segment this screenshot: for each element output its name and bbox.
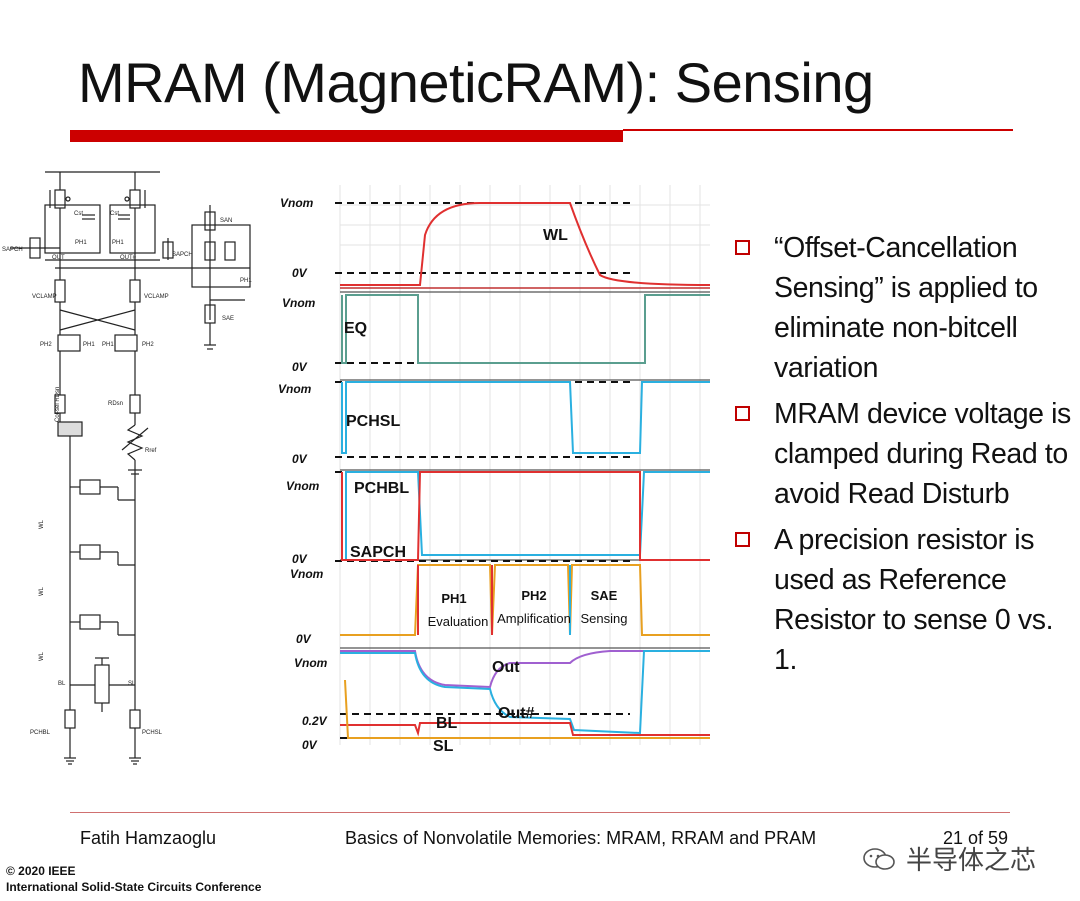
slide-title: MRAM (MagneticRAM): Sensing — [78, 51, 874, 114]
copyright-line-1: © 2020 IEEE — [6, 864, 76, 878]
label-ph1-left: PH1 — [83, 342, 95, 348]
label-ph1-sa: PH1 — [240, 278, 252, 284]
wechat-icon — [863, 847, 895, 870]
label-vnom-6: Vnom — [294, 656, 328, 670]
label-ph1-right: PH1 — [102, 342, 114, 348]
bullet-item: “Offset-Cancellation Sensing” is applied… — [735, 228, 1075, 388]
label-rref: Rref — [145, 448, 157, 454]
label-col-sel: Col-sel RDsn — [55, 387, 61, 422]
label-sae: SAE — [222, 316, 234, 322]
signal-label-wl: WL — [543, 227, 568, 244]
phase-sae-desc: Sensing — [581, 611, 628, 626]
footer-divider — [70, 812, 1010, 813]
label-0v-5: 0V — [296, 632, 312, 646]
label-0v-6: 0V — [302, 738, 318, 752]
signal-label-pchbl: PCHBL — [354, 480, 409, 497]
label-cst-2: Cst — [110, 211, 119, 217]
label-0v-4: 0V — [292, 552, 308, 566]
footer-author: Fatih Hamzaoglu — [80, 828, 217, 848]
label-ph1-a: PH1 — [75, 240, 87, 246]
label-wl-c: WL — [39, 651, 45, 661]
label-ph1-b: PH1 — [112, 240, 124, 246]
label-0v-1: 0V — [292, 266, 308, 280]
label-pchbl: PCHBL — [30, 730, 51, 736]
label-cst-1: Cst — [74, 211, 83, 217]
label-vnom-3: Vnom — [278, 382, 312, 396]
bullet-text: A precision resistor is used as Referenc… — [774, 524, 1054, 676]
label-wl-b: WL — [39, 586, 45, 596]
label-vclamp-2: VCLAMP — [144, 294, 169, 300]
label-ph2-left: PH2 — [40, 342, 52, 348]
label-0v-3: 0V — [292, 452, 308, 466]
label-sl: SL — [128, 681, 136, 687]
sense-amp-schematic: Cst Cst PH1 PH1 SAPCH SAPCH OUT OUT# VCL… — [2, 171, 252, 765]
signal-label-eq: EQ — [344, 320, 367, 337]
watermark-text: 半导体之芯 — [906, 845, 1037, 875]
phase-ph2-desc: Amplification — [497, 611, 571, 626]
label-pchsl: PCHSL — [142, 730, 163, 736]
label-outb: OUT# — [120, 255, 137, 261]
label-wl-a: WL — [39, 519, 45, 529]
bullet-item: A precision resistor is used as Referenc… — [735, 520, 1075, 680]
bullet-square-icon — [735, 240, 750, 255]
phase-ph1-name: PH1 — [441, 591, 466, 606]
bullet-square-icon — [735, 406, 750, 421]
label-san: SAN — [220, 218, 232, 224]
label-sapch: SAPCH — [2, 247, 23, 253]
phase-ph2-name: PH2 — [521, 588, 546, 603]
label-vnom-1: Vnom — [280, 196, 314, 210]
phase-ph1-desc: Evaluation — [428, 614, 489, 629]
bullet-text: MRAM device voltage is clamped during Re… — [774, 398, 1071, 510]
label-bl: BL — [58, 681, 66, 687]
footer-page-number: 21 of 59 — [943, 828, 1009, 848]
signal-label-out: Out — [492, 659, 520, 676]
copyright-line-2: International Solid-State Circuits Confe… — [6, 880, 262, 894]
bullet-list: “Offset-Cancellation Sensing” is applied… — [735, 228, 1075, 686]
title-underline-thin — [623, 129, 1013, 131]
watermark: 半导体之芯 — [862, 840, 1036, 877]
bullet-square-icon — [735, 532, 750, 547]
label-vnom-2: Vnom — [282, 296, 316, 310]
bullet-text: “Offset-Cancellation Sensing” is applied… — [774, 232, 1038, 384]
label-ph2-right: PH2 — [142, 342, 154, 348]
phase-sae-name: SAE — [591, 588, 618, 603]
signal-label-sl: SL — [433, 738, 454, 755]
timing-waveforms: Vnom 0V Vnom 0V Vnom 0V Vnom 0V Vnom 0V … — [278, 185, 711, 755]
footer-course-title: Basics of Nonvolatile Memories: MRAM, RR… — [345, 828, 817, 848]
label-vclamp-1: VCLAMP — [32, 294, 57, 300]
label-rdsn: RDsn — [108, 401, 123, 407]
bullet-item: MRAM device voltage is clamped during Re… — [735, 394, 1075, 514]
label-vnom-4: Vnom — [286, 479, 320, 493]
label-0-2v: 0.2V — [302, 714, 328, 728]
label-out: OUT — [52, 255, 65, 261]
label-0v-2: 0V — [292, 360, 308, 374]
label-sapch-2: SAPCH — [172, 252, 193, 258]
signal-label-outb: Out# — [498, 705, 535, 722]
title-underline-thick — [70, 130, 623, 142]
signal-label-pchsl: PCHSL — [346, 413, 400, 430]
label-vnom-5: Vnom — [290, 567, 324, 581]
signal-label-bl: BL — [436, 715, 458, 732]
signal-label-sapch: SAPCH — [350, 544, 406, 561]
